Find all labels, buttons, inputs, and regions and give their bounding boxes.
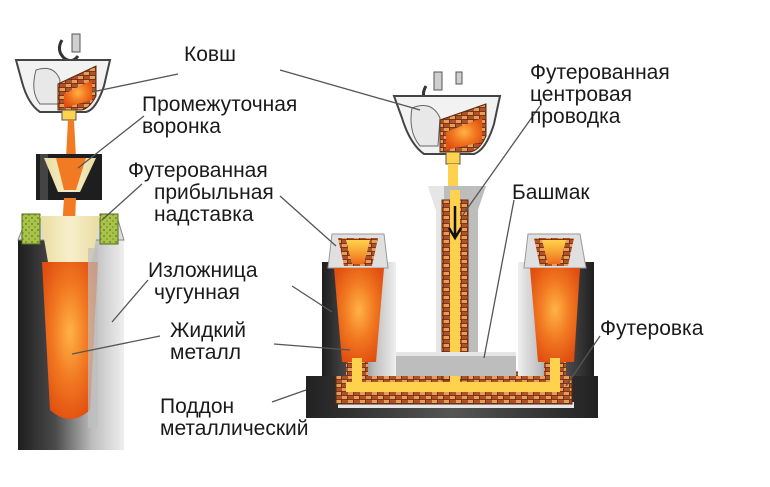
leader-poddon [271,389,307,403]
leader-pribylnaya-left [101,183,143,221]
center-runner [394,186,516,386]
label-metall-line1: Жидкий [170,319,247,342]
leader-bashmak [483,199,515,359]
leader-provodka [461,105,541,217]
leader-voronka [77,115,145,169]
label-voronka-line1: Промежуточная [142,93,298,116]
label-voronka: Промежуточная воронка [142,94,297,138]
leader-pribylnaya-right [279,195,337,247]
label-pribylnaya: Футерованная прибыльная надставка [128,160,274,226]
label-metall-line2: металл [170,341,241,364]
label-provodka: Футерованная центровая проводка [530,62,670,128]
label-pribylnaya-line1: Футерованная [128,159,268,182]
label-futerovka: Футеровка [600,318,703,340]
intermediate-funnel [36,154,102,200]
label-pribylnaya-line2: прибыльная [154,181,274,204]
mold-right-a [322,233,396,386]
label-metall: Жидкий металл [170,320,246,364]
label-izlozhnitsa-line1: Изложница [148,259,258,282]
leader-izlozhnitsa-right [291,285,333,313]
label-provodka-line3: проводка [530,105,621,128]
label-izlozhnitsa: Изложница чугунная [148,260,258,304]
label-bashmak-text: Башмак [512,181,590,204]
label-kovsh: Ковш [184,44,236,66]
label-voronka-line2: воронка [142,115,221,138]
label-pribylnaya-line3: надставка [154,203,254,226]
label-poddon-line2: металлический [160,417,309,440]
label-izlozhnitsa-line2: чугунная [154,281,240,304]
label-futerovka-text: Футеровка [600,317,704,340]
metal-stream-top [66,120,76,158]
label-poddon-line1: Поддон [160,395,235,418]
label-provodka-line2: центровая [530,83,633,106]
leader-kovsh-left [91,73,179,93]
ladle-left [14,33,112,121]
mold-right-b [518,233,594,386]
label-poddon: Поддон металлический [160,396,309,440]
leader-metall-left [71,335,161,355]
ladle-right [392,71,502,165]
label-kovsh-text: Ковш [184,43,236,66]
leader-kovsh-right [279,69,421,111]
label-provodka-line1: Футерованная [530,61,670,84]
siphon-stream [448,164,458,188]
leader-metall-right [273,343,351,351]
leader-lines [71,69,601,403]
leader-izlozhnitsa-left [111,279,149,323]
label-bashmak: Башмак [512,182,590,204]
leader-futerovka [565,335,601,387]
mold-left [17,213,125,450]
